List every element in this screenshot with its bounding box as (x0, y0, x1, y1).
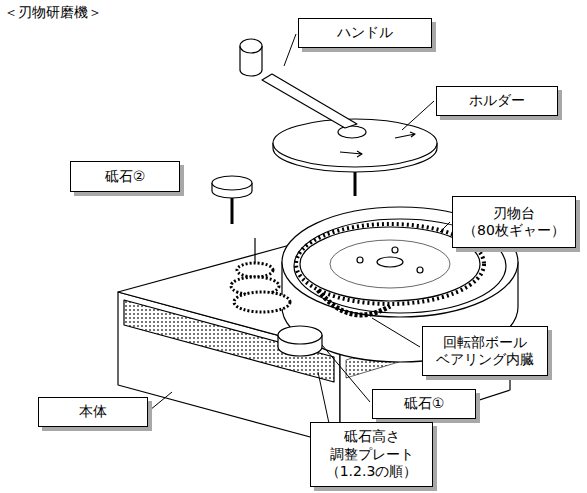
whetstone-2 (212, 176, 252, 190)
callout-box: ハンドル (298, 18, 432, 48)
label-line: ハンドル (337, 24, 393, 42)
part-label: 回転部ボール ベアリング内臓 (436, 334, 534, 369)
leader-line (372, 318, 420, 347)
label-line: 本体 (79, 403, 107, 421)
arrow-mark (340, 151, 362, 157)
text-column: ハンドル (337, 24, 393, 42)
callout-box: 砥石高さ 調整プレート （1.2.3の順） (310, 422, 433, 487)
whetstone-1 (278, 326, 322, 344)
label-line: （80枚ギャー） (463, 222, 565, 240)
handle-base (338, 126, 366, 138)
part-label: 刃物台 （80枚ギャー） (463, 205, 565, 240)
text-column: 砥石① (404, 395, 445, 413)
label-line: 砥石① (404, 395, 445, 413)
hole (417, 267, 423, 273)
callout-box: ホルダー (436, 86, 558, 116)
diagram-title: ＜刃物研磨機＞ (4, 4, 102, 22)
label-line: （1.2.3の順） (326, 463, 418, 481)
arrow-mark (395, 132, 415, 138)
text-column: 刃物台 （80枚ギャー） (463, 205, 565, 240)
callout-box: 砥石② (70, 161, 180, 192)
label-line: 調整プレート (326, 446, 418, 464)
leader-line (318, 372, 330, 428)
holder (273, 119, 437, 167)
leader-line (322, 345, 370, 402)
callout-box: 刃物台 （80枚ギャー） (452, 196, 576, 248)
gear (234, 292, 290, 312)
hole (392, 247, 398, 253)
text-column: 砥石② (105, 168, 146, 186)
label-line: 砥石高さ (326, 428, 418, 446)
label-line: ベアリング内臓 (436, 351, 534, 369)
text-column: 本体 (79, 403, 107, 421)
text-column: 砥石高さ 調整プレート （1.2.3の順） (326, 428, 418, 481)
label-line: 砥石② (105, 168, 146, 186)
leader-line (402, 101, 434, 130)
text-column: ホルダー (469, 92, 525, 110)
leader-line (284, 34, 296, 66)
blade-table-ring (330, 240, 450, 288)
leader-line (150, 392, 172, 410)
handle-arm (262, 74, 357, 128)
callout-box: 回転部ボール ベアリング内臓 (422, 326, 548, 376)
part-label: 砥石高さ 調整プレート （1.2.3の順） (326, 428, 418, 481)
label-line: 刃物台 (463, 205, 565, 223)
part-label: 砥石② (105, 168, 146, 186)
leader-line (440, 222, 450, 232)
part-label: 本体 (79, 403, 107, 421)
bearing (318, 290, 390, 315)
part-label: ハンドル (337, 24, 393, 42)
label-line: 回転部ボール (436, 334, 534, 352)
hole (357, 257, 363, 263)
part-label: ホルダー (469, 92, 525, 110)
callout-box: 本体 (38, 397, 148, 427)
part-label: 砥石① (404, 395, 445, 413)
callout-box: 砥石① (372, 389, 476, 419)
hub (377, 257, 403, 267)
knob (240, 39, 262, 53)
text-column: 回転部ボール ベアリング内臓 (436, 334, 534, 369)
label-line: ホルダー (469, 92, 525, 110)
gear (237, 263, 273, 277)
